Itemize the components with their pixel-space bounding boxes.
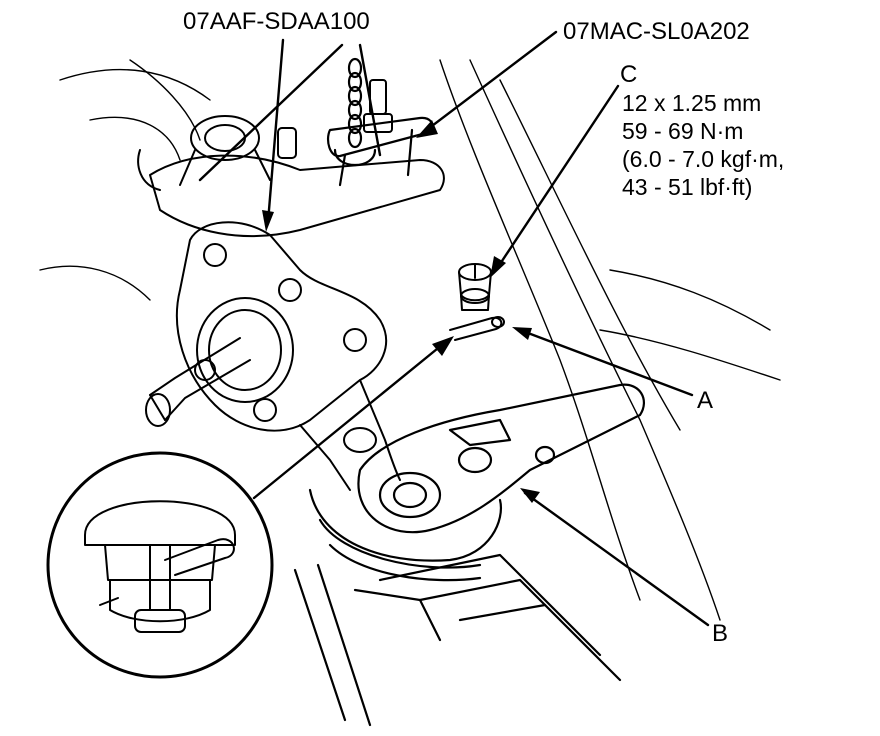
thread-size: 12 x 1.25 mm [622, 90, 762, 116]
leader-lines [198, 30, 710, 627]
body-panel-lines [39, 59, 781, 621]
lower-arm [293, 383, 646, 727]
tool-label-puller: 07AAF-SDAA100 [183, 8, 370, 35]
ball-joint-stud-and-nut [458, 263, 492, 311]
ball-joint-remover-tool [326, 57, 434, 187]
callout-c: C [620, 61, 638, 88]
nut-torque-spec: 12 x 1.25 mm 59 - 69 N·m (6.0 - 7.0 kgf·… [622, 89, 784, 201]
cotter-pin [449, 316, 505, 341]
arrowheads [262, 120, 540, 503]
callout-a: A [697, 387, 714, 414]
torque-kgfm: (6.0 - 7.0 kgf·m, [622, 146, 785, 172]
tool-label-support: 07MAC-SL0A202 [563, 18, 750, 45]
upper-arm-outline [137, 79, 445, 238]
torque-lbfft: 43 - 51 lbf·ft) [622, 174, 753, 200]
detail-inset [46, 451, 274, 679]
torque-nm: 59 - 69 N·m [622, 118, 744, 144]
callout-b: B [712, 620, 729, 647]
steering-knuckle [145, 221, 401, 491]
